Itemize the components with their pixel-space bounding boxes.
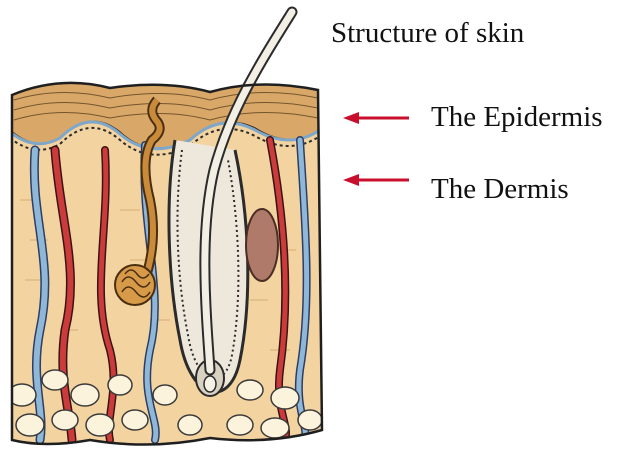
dermis-pointer-arrow-icon: [343, 173, 413, 187]
skin-cross-section-illustration: [0, 0, 330, 455]
label-dermis: The Dermis: [431, 172, 569, 206]
epidermis-pointer-arrow-icon: [343, 111, 413, 125]
label-epidermis: The Epidermis: [431, 100, 603, 134]
diagram-title: Structure of skin: [331, 16, 524, 50]
